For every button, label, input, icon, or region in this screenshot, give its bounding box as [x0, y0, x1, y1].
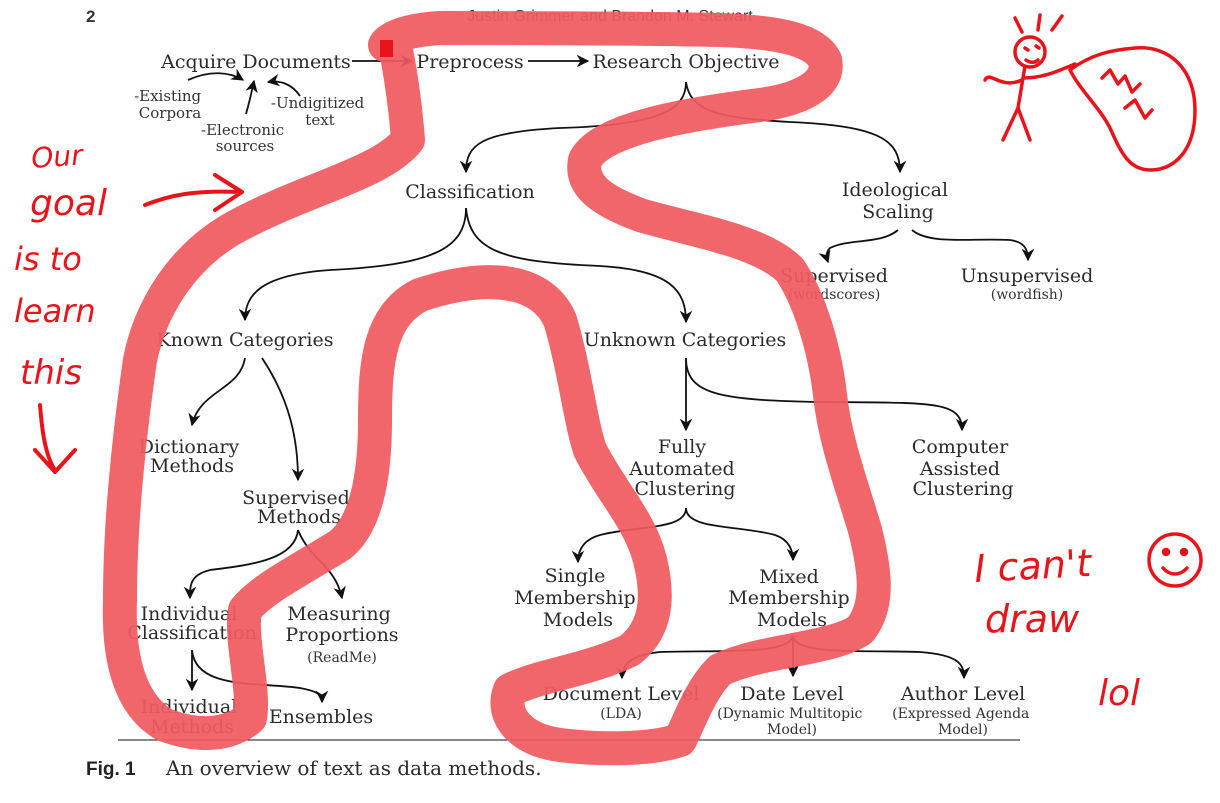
note-line-our: Our — [30, 138, 85, 175]
edge-electronic-acquire — [245, 79, 258, 115]
node-measuring-sub: (ReadMe) — [307, 650, 377, 666]
left-annotation: Our goal is to learn this — [14, 138, 244, 474]
node-unsupervised-scaling: Unsupervised — [961, 265, 1094, 287]
note-right-arrow — [143, 173, 244, 212]
edge-fully-single — [571, 507, 687, 564]
node-ideological-scaling: Ideological Scaling — [842, 179, 954, 223]
note-down-arrow — [33, 403, 77, 474]
right-annotation: I can't draw lol — [973, 532, 1203, 714]
node-classification: Classification — [405, 181, 535, 203]
node-single-membership: Single Membership Models — [514, 565, 641, 631]
node-ensembles: Ensembles — [269, 706, 373, 728]
node-author-level: Author Level — [900, 683, 1025, 705]
node-known-categories: Known Categories — [157, 329, 334, 351]
highlighter-start-mark — [380, 40, 393, 57]
figure-caption: An overview of text as data methods. — [165, 756, 542, 780]
page-number: 2 — [86, 7, 95, 26]
node-unsupervised-scaling-sub: (wordfish) — [991, 287, 1064, 303]
note-line-draw: draw — [985, 597, 1080, 641]
edge-ideological-unsupervised — [911, 229, 1035, 262]
note-line-learn: learn — [14, 292, 96, 330]
stick-figure-doodle — [983, 13, 1197, 172]
edge-undigitized-acquire — [266, 73, 301, 97]
node-existing-corpora: -Existing Corpora — [134, 87, 206, 122]
edge-known-dictionary — [188, 357, 246, 427]
figure-label: Fig. 1 — [86, 759, 136, 780]
edge-ideological-supervised — [818, 229, 899, 264]
note-line-this: this — [20, 353, 82, 393]
node-individual-classification: Individual Classification — [127, 603, 257, 644]
highlighter-stroke — [102, 11, 891, 766]
smiley-icon — [1147, 532, 1203, 588]
node-electronic-sources: -Electronic sources — [201, 121, 289, 155]
node-computer-assisted-clustering: Computer Assisted Clustering — [912, 436, 1014, 500]
node-measuring-proportions: Measuring Proportions — [285, 603, 398, 646]
edge-fully-mixed — [685, 507, 800, 562]
node-unknown-categories: Unknown Categories — [584, 329, 786, 351]
node-mixed-membership: Mixed Membership Models — [728, 566, 855, 631]
node-acquire-documents: Acquire Documents — [160, 51, 351, 73]
edge-existing-acquire — [187, 68, 245, 81]
node-preprocess: Preprocess — [416, 51, 523, 73]
edge-classification-known — [238, 207, 467, 322]
note-line-lol: lol — [1098, 673, 1140, 714]
node-document-level: Document Level — [543, 683, 700, 705]
edge-individual-ensembles — [191, 649, 329, 704]
note-line-i-cant: I can't — [973, 541, 1094, 591]
node-author-level-sub: (Expressed Agenda Model) — [892, 706, 1034, 738]
node-document-level-sub: (LDA) — [600, 706, 642, 722]
node-dictionary-methods: Dictionary Methods — [139, 436, 246, 477]
node-date-level-sub: (Dynamic Multitopic Model) — [717, 706, 867, 738]
edge-known-supervised — [261, 357, 305, 482]
node-undigitized-text: -Undigitized text — [271, 94, 369, 129]
edge-supervised-individual — [183, 529, 299, 600]
note-line-goal: goal — [30, 183, 107, 224]
node-fully-automated-clustering: Fully Automated Clustering — [628, 436, 740, 500]
edge-classification-unknown — [465, 207, 693, 324]
node-date-level: Date Level — [740, 683, 843, 705]
note-line-is-to: is to — [14, 240, 82, 278]
node-research-objective: Research Objective — [592, 51, 779, 73]
node-supervised-methods: Supervised Methods — [242, 487, 356, 528]
